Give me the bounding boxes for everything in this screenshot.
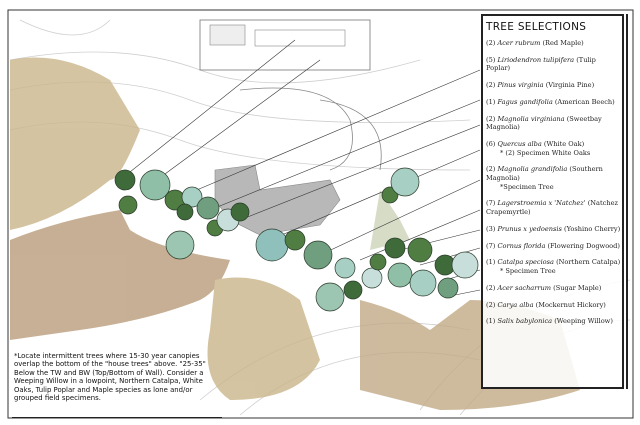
tree-quantity: (2): [486, 114, 496, 123]
tree: [176, 203, 194, 221]
tree: [118, 195, 138, 215]
tree: [387, 262, 413, 288]
common-name: (White Oak): [543, 140, 585, 149]
tree: [334, 257, 356, 279]
legend-entry: (7) Lagerstroemia x 'Natchez' (Natchez C…: [486, 199, 622, 216]
legend-entry: (1) Salix babylonica (Weeping Willow): [486, 317, 622, 326]
tree: [181, 186, 203, 208]
tree: [196, 196, 220, 220]
tree-quantity: (6): [486, 140, 496, 149]
common-name: (American Beech): [554, 97, 615, 106]
common-name: (Southern Magnolia): [486, 165, 603, 183]
tree-quantity: (2): [486, 165, 496, 174]
latin-name: Fagus gandifolia: [497, 97, 553, 106]
legend-title: TREE SELECTIONS: [486, 21, 587, 33]
tree-quantity: (1): [486, 97, 496, 106]
tree: [384, 237, 406, 259]
legend-entry: (2) Acer sacharrum (Sugar Maple): [486, 284, 622, 293]
latin-name: Cornus florida: [497, 241, 546, 250]
tree: [361, 267, 383, 289]
legend-entry: (6) Quercus alba (White Oak)* (2) Specim…: [486, 140, 622, 157]
common-name: (Yoshino Cherry): [564, 224, 621, 233]
tree: [437, 277, 459, 299]
latin-name: Acer rubrum: [497, 39, 541, 47]
tree-quantity: (7): [486, 241, 496, 250]
tree: [343, 280, 363, 300]
specimen-note: * Specimen Tree: [500, 266, 556, 275]
trees: [114, 167, 479, 312]
specimen-note: * (2) Specimen White Oaks: [500, 148, 591, 157]
latin-name: Carya alba: [497, 300, 534, 309]
common-name: (Sweetbay Magnolia): [486, 114, 602, 132]
tree: [369, 253, 387, 271]
common-name: (Tulip Poplar): [486, 55, 596, 73]
latin-name: Magnolia virginiana: [497, 114, 565, 123]
tree: [230, 202, 250, 222]
legend-entry: (2) Magnolia grandifolia (Southern Magno…: [486, 165, 622, 191]
common-name: (Flowering Dogwood): [547, 241, 620, 250]
latin-name: Lagerstroemia x 'Natchez': [497, 199, 586, 208]
note-border: [12, 417, 222, 418]
latin-name: Acer sacharrum: [497, 283, 552, 292]
latin-name: Quercus alba: [497, 140, 542, 149]
latin-name: Prunus x yedoensis: [497, 224, 562, 233]
legend-entry: (2) Magnolia virginiana (Sweetbay Magnol…: [486, 115, 622, 132]
tree-quantity: (7): [486, 199, 496, 208]
common-name: (Virginia Pine): [545, 81, 595, 90]
tree-quantity: (2): [486, 39, 496, 47]
tree-quantity: (1): [486, 258, 496, 267]
specimen-note: *Specimen Tree: [500, 182, 554, 191]
tree: [139, 169, 171, 201]
tree: [315, 282, 345, 312]
latin-name: Liriodendron tulipifera: [497, 55, 575, 64]
common-name: (Red Maple): [542, 39, 584, 47]
tree-quantity: (2): [486, 283, 496, 292]
latin-name: Catalpa speciosa: [497, 258, 554, 267]
tree: [114, 169, 136, 191]
legend-entry: (1) Catalpa speciosa (Northern Catalpa)*…: [486, 258, 622, 275]
legend-entry: (2) Acer rubrum (Red Maple): [486, 39, 622, 48]
tree: [407, 237, 433, 263]
common-name: (Weeping Willow): [554, 317, 613, 326]
tree-quantity: (3): [486, 224, 496, 233]
legend-entry: (1) Fagus gandifolia (American Beech): [486, 98, 622, 107]
common-name: (Natchez Crapemyrtle): [486, 199, 618, 217]
tree: [390, 167, 420, 197]
legend-entry: (3) Prunus x yedoensis (Yoshino Cherry): [486, 225, 622, 234]
planting-note: *Locate intermittent trees where 15-30 y…: [14, 352, 206, 403]
tree: [409, 269, 437, 297]
latin-name: Magnolia grandifolia: [497, 165, 568, 174]
tree: [165, 230, 195, 260]
latin-name: Salix babylonica: [497, 317, 553, 326]
common-name: (Mockernut Hickory): [535, 300, 606, 309]
tree: [284, 229, 306, 251]
tree: [451, 251, 479, 279]
legend-entry: (7) Cornus florida (Flowering Dogwood): [486, 242, 622, 251]
tree-selections-legend: TREE SELECTIONS (2) Acer rubrum (Red Map…: [481, 14, 624, 389]
tree-quantity: (2): [486, 81, 496, 90]
legend-entry: (2) Carya alba (Mockernut Hickory): [486, 301, 622, 310]
legend-entry: (5) Liriodendron tulipifera (Tulip Popla…: [486, 56, 622, 73]
latin-name: Pinus virginia: [497, 81, 544, 90]
tree-quantity: (1): [486, 317, 496, 326]
tree: [255, 228, 289, 262]
tree-quantity: (2): [486, 300, 496, 309]
tree-quantity: (5): [486, 55, 496, 64]
legend-entry: (2) Pinus virginia (Virginia Pine): [486, 81, 622, 90]
common-name: (Northern Catalpa): [556, 258, 621, 267]
common-name: (Sugar Maple): [553, 283, 602, 292]
tree: [303, 240, 333, 270]
